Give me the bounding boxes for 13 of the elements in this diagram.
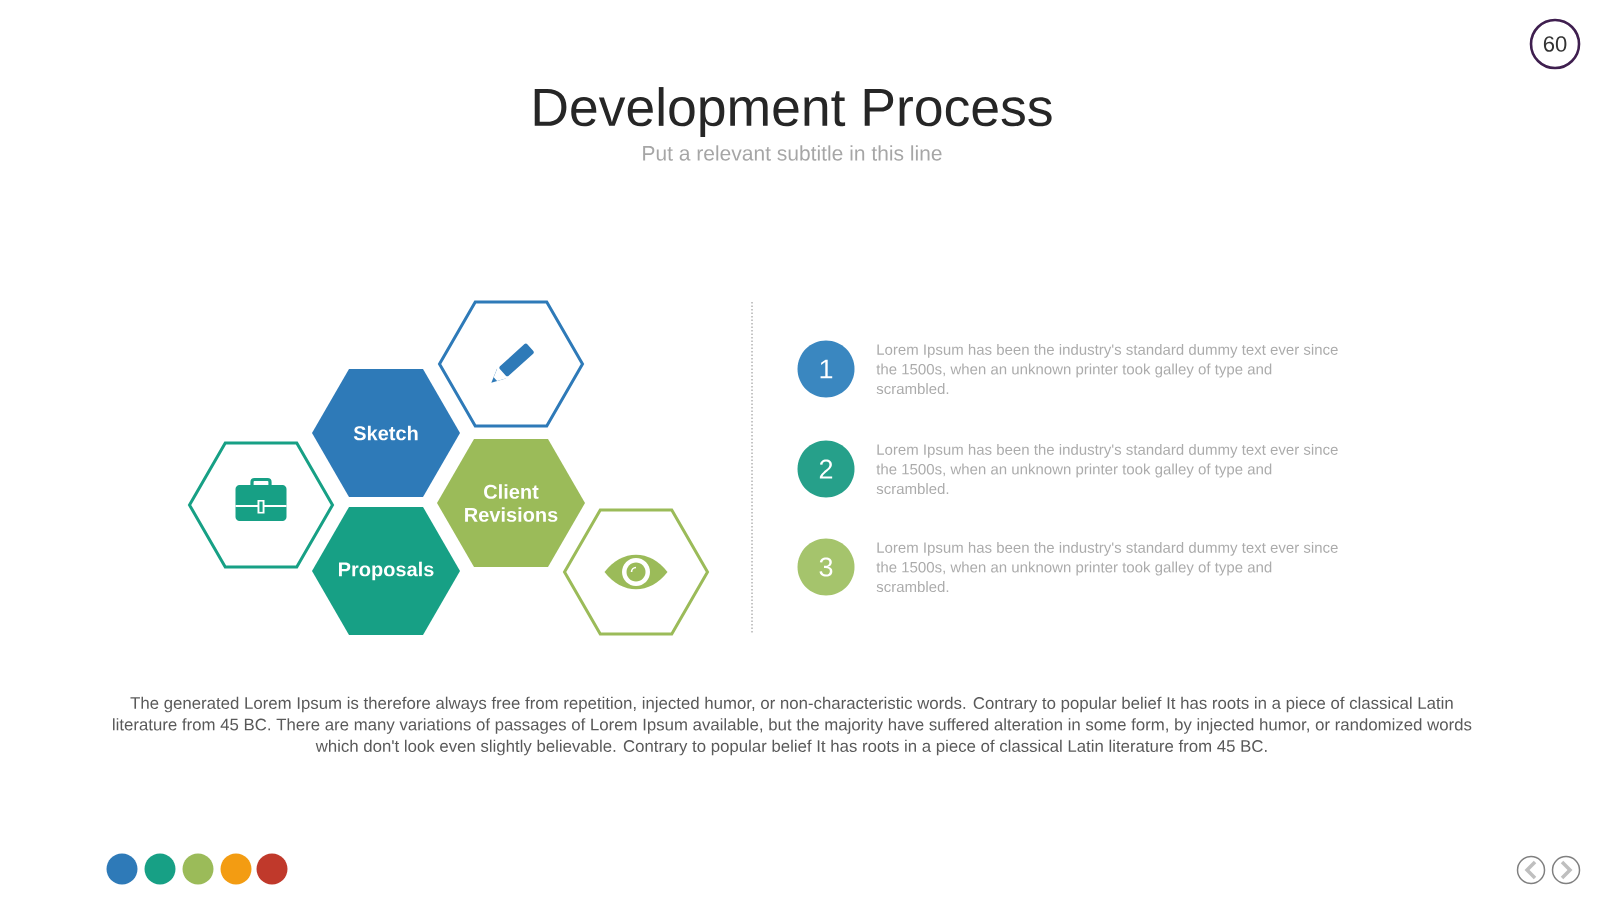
step-number: 2 (797, 440, 855, 498)
step-number: 3 (797, 538, 855, 596)
title: Development Process (534, 87, 1052, 137)
step-description: Lorem Ipsum has been the industry's standard dummy text ever since the 1500s, when an unknown printer took galley of type and scrambled. (876, 343, 1338, 395)
body-text: The generated Lorem Ipsum is therefore always free from repetition, injected humor, or non-characteristic words. Contrary to popular belief It has roots in a piece of classical Latin literature from 45 BC. There are many variations of passages of Lorem Ipsum available, but the majority have suffered alteration in some form, by injected humor, or randomized words which don't look even slightly believable. Contrary to popular belief It has roots in a piece of classical Latin literature from 45 BC. (113, 696, 1472, 756)
step-number: 1 (797, 340, 855, 398)
process-hexagon: Client Revisions (437, 438, 585, 568)
process-hexagon: Proposals (312, 506, 460, 636)
step-description: Lorem Ipsum has been the industry's standard dummy text ever since the 1500s, when an unknown printer took galley of type and scrambled. (876, 443, 1338, 495)
page-number: 60 (1529, 18, 1581, 70)
step-description: Lorem Ipsum has been the industry's standard dummy text ever since the 1500s, when an unknown printer took galley of type and scrambled. (876, 541, 1338, 593)
subtitle: Put a relevant subtitle in this line (643, 145, 942, 161)
process-hexagon: Sketch (312, 368, 460, 498)
